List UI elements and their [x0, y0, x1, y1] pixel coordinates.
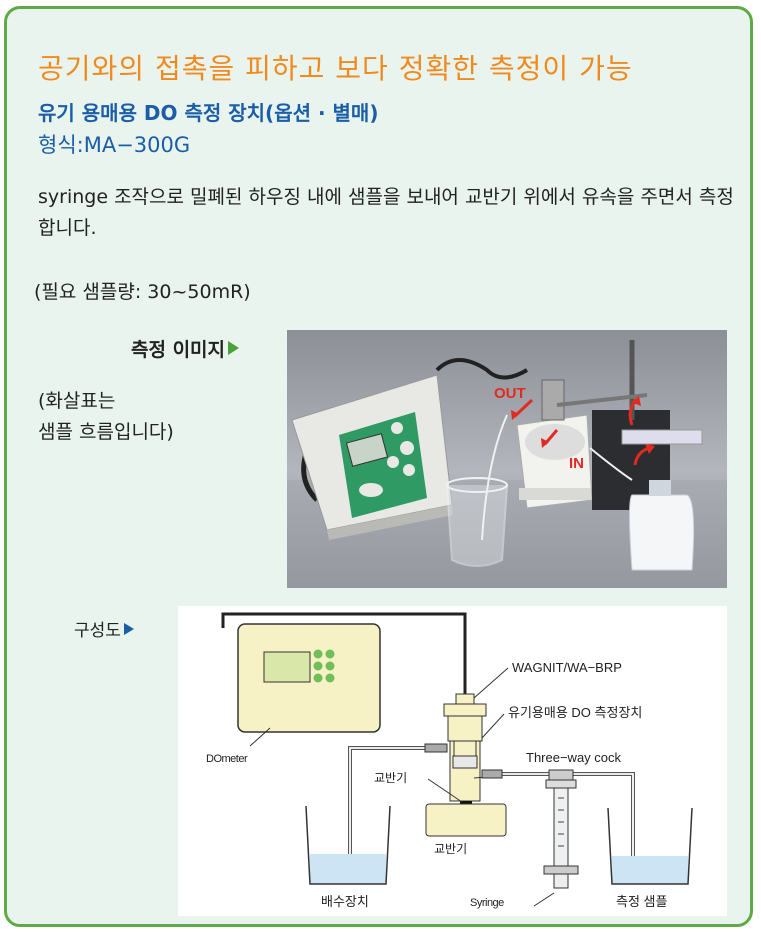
meter-cable	[221, 612, 467, 696]
beaker	[446, 477, 508, 567]
triangle-right-icon	[228, 341, 240, 355]
diagram-stirrer	[425, 803, 507, 837]
stirrer-bar-label: 교반기	[374, 771, 407, 785]
image-section-label-text: 측정 이미지	[131, 339, 226, 361]
sample-amount: (필요 샘플량: 30~50mR)	[34, 281, 251, 303]
triangle-right-icon	[123, 623, 134, 635]
measurement-photo: OUT IN	[287, 330, 727, 588]
sample-bottle	[629, 480, 695, 571]
info-panel: 공기와의 접촉을 피하고 보다 정확한 측정이 가능 유기 용매용 DO 측정 …	[4, 6, 753, 927]
diagram-do-meter	[237, 623, 381, 747]
product-subtitle: 유기 용매용 DO 측정 장치(옵션 · 별매)	[38, 101, 379, 125]
arrow-note-line2: 샘플 흐름입니다)	[38, 421, 174, 443]
flow-arrow-up-1	[628, 400, 637, 426]
three-way-cock-label: Three−way cock	[526, 750, 622, 765]
sample-beaker	[607, 807, 693, 885]
sample-label: 측정 샘플	[616, 894, 667, 909]
model-number: 형식:MA−300G	[38, 133, 191, 157]
drain-beaker	[305, 805, 391, 885]
diagram-section-label-text: 구성도	[74, 621, 121, 641]
configuration-diagram: DOmeter WAGNIT/WA−BRP 유기용매용 DO 측정장치 Thre…	[178, 606, 727, 916]
flow-arrow-out	[513, 398, 534, 418]
headline: 공기와의 접촉을 피하고 보다 정확한 측정이 가능	[38, 52, 633, 85]
stirrer-device	[516, 414, 593, 509]
stirrer-label: 교반기	[434, 842, 467, 856]
diagram-syringe	[533, 769, 579, 907]
diagram-section-label: 구성도	[74, 616, 134, 641]
arrow-note-line1: (화살표는	[38, 390, 116, 412]
drain-label: 배수장치	[321, 894, 369, 909]
diagram-do-apparatus	[443, 693, 487, 806]
syringe-label: Syringe	[470, 897, 504, 909]
out-label: OUT	[494, 385, 526, 402]
device-label: 유기용매용 DO 측정장치	[508, 705, 642, 720]
dometer-label: DOmeter	[206, 753, 248, 765]
in-label: IN	[569, 455, 584, 472]
do-meter-device	[291, 374, 453, 540]
image-section-label: 측정 이미지	[131, 335, 240, 362]
wagnit-label: WAGNIT/WA−BRP	[512, 660, 622, 675]
arrow-note: (화살표는 샘플 흐름입니다)	[38, 386, 174, 448]
description: syringe 조작으로 밀폐된 하우징 내에 샘플을 보내어 교반기 위에서 …	[38, 186, 734, 239]
